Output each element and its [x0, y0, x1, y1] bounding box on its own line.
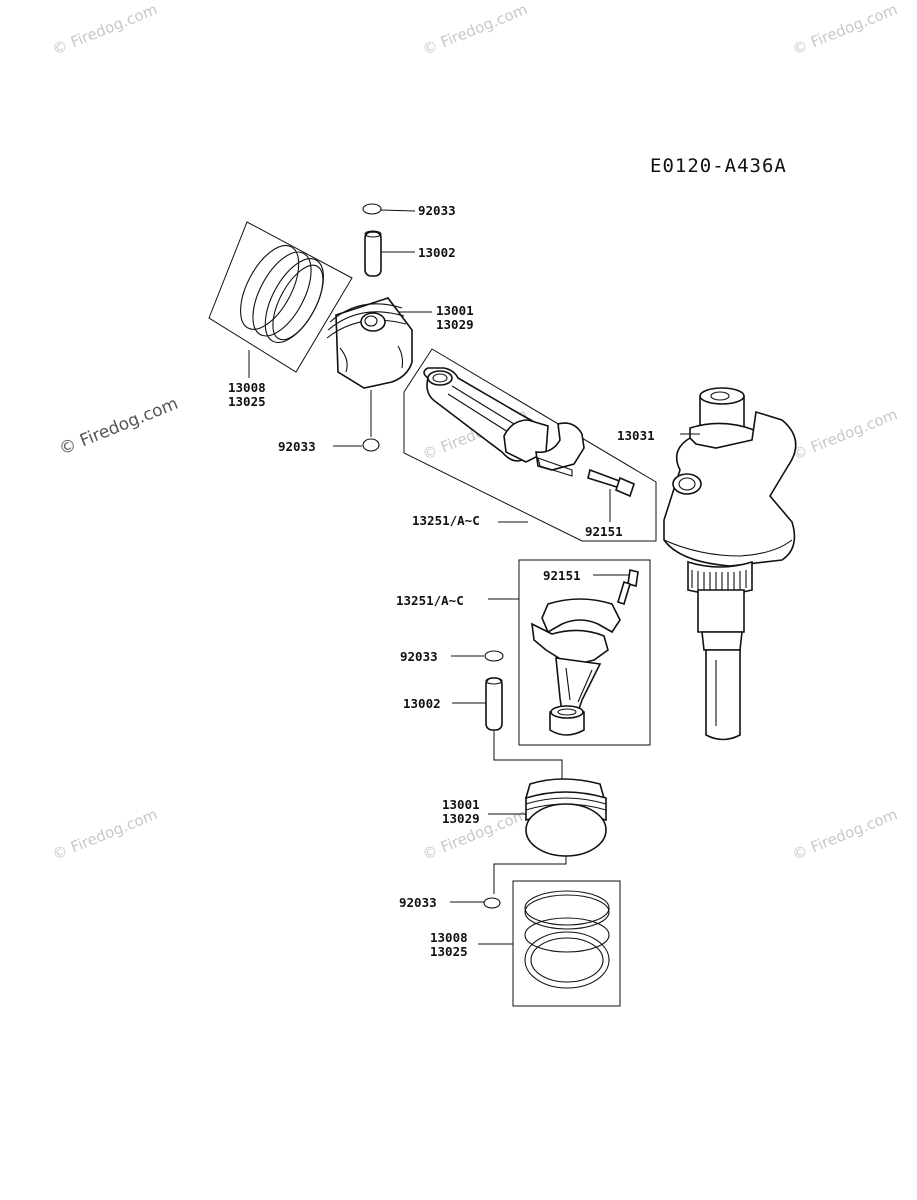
piston-rings-bottom[interactable]: 13008 13025	[430, 880, 621, 1007]
label-rings-top-b: 13025	[228, 394, 266, 409]
piston-pin-top[interactable]: 13002	[364, 230, 456, 277]
piston-rings-top[interactable]: 13008 13025	[208, 221, 353, 409]
snap-ring-top-lower[interactable]: 92033	[278, 390, 380, 454]
label-crankshaft: 13031	[617, 428, 655, 443]
snap-ring-top[interactable]: 92033	[362, 203, 456, 218]
watermark-text-dark: © Firedog.com	[56, 394, 181, 460]
label-clip-top-lower: 92033	[278, 439, 316, 454]
watermark-text: © Firedog.com	[50, 805, 160, 863]
piston-pin-bottom[interactable]: 13002	[403, 677, 563, 780]
watermark-text: © Firedog.com	[790, 405, 900, 463]
connecting-rod-top[interactable]: 92151 13251/A~C	[403, 348, 657, 542]
snap-ring-bottom[interactable]: 92033	[400, 649, 504, 664]
label-piston-bottom-b: 13029	[442, 811, 480, 826]
label-clip-top: 92033	[418, 203, 456, 218]
crankshaft[interactable]: 13031	[617, 387, 797, 741]
diagram-code: E0120-A436A	[650, 155, 787, 177]
watermark-text: © Firedog.com	[420, 0, 530, 58]
label-rings-top-a: 13008	[228, 380, 266, 395]
watermark-text: © Firedog.com	[50, 0, 160, 58]
label-rings-bottom-a: 13008	[430, 930, 468, 945]
label-clip-bottom-lower: 92033	[399, 895, 437, 910]
snap-ring-bottom-lower[interactable]: 92033	[399, 895, 501, 910]
label-clip-bottom: 92033	[400, 649, 438, 664]
label-pin-top: 13002	[418, 245, 456, 260]
label-bolt-top: 92151	[585, 524, 623, 539]
label-rings-bottom-b: 13025	[430, 944, 468, 959]
piston-bottom[interactable]: 13001 13029	[442, 778, 607, 894]
label-bolt-bottom: 92151	[543, 568, 581, 583]
piston-top[interactable]: 13001 13029	[326, 297, 474, 389]
label-rod-bottom: 13251/A~C	[396, 593, 464, 608]
watermark-text: © Firedog.com	[790, 805, 900, 863]
label-pin-bottom: 13002	[403, 696, 441, 711]
label-piston-top-b: 13029	[436, 317, 474, 332]
watermark-text: © Firedog.com	[790, 0, 900, 58]
connecting-rod-bottom[interactable]: 92151 13251/A~C	[396, 559, 651, 746]
label-piston-bottom-a: 13001	[442, 797, 480, 812]
label-piston-top-a: 13001	[436, 303, 474, 318]
label-rod-top: 13251/A~C	[412, 513, 480, 528]
